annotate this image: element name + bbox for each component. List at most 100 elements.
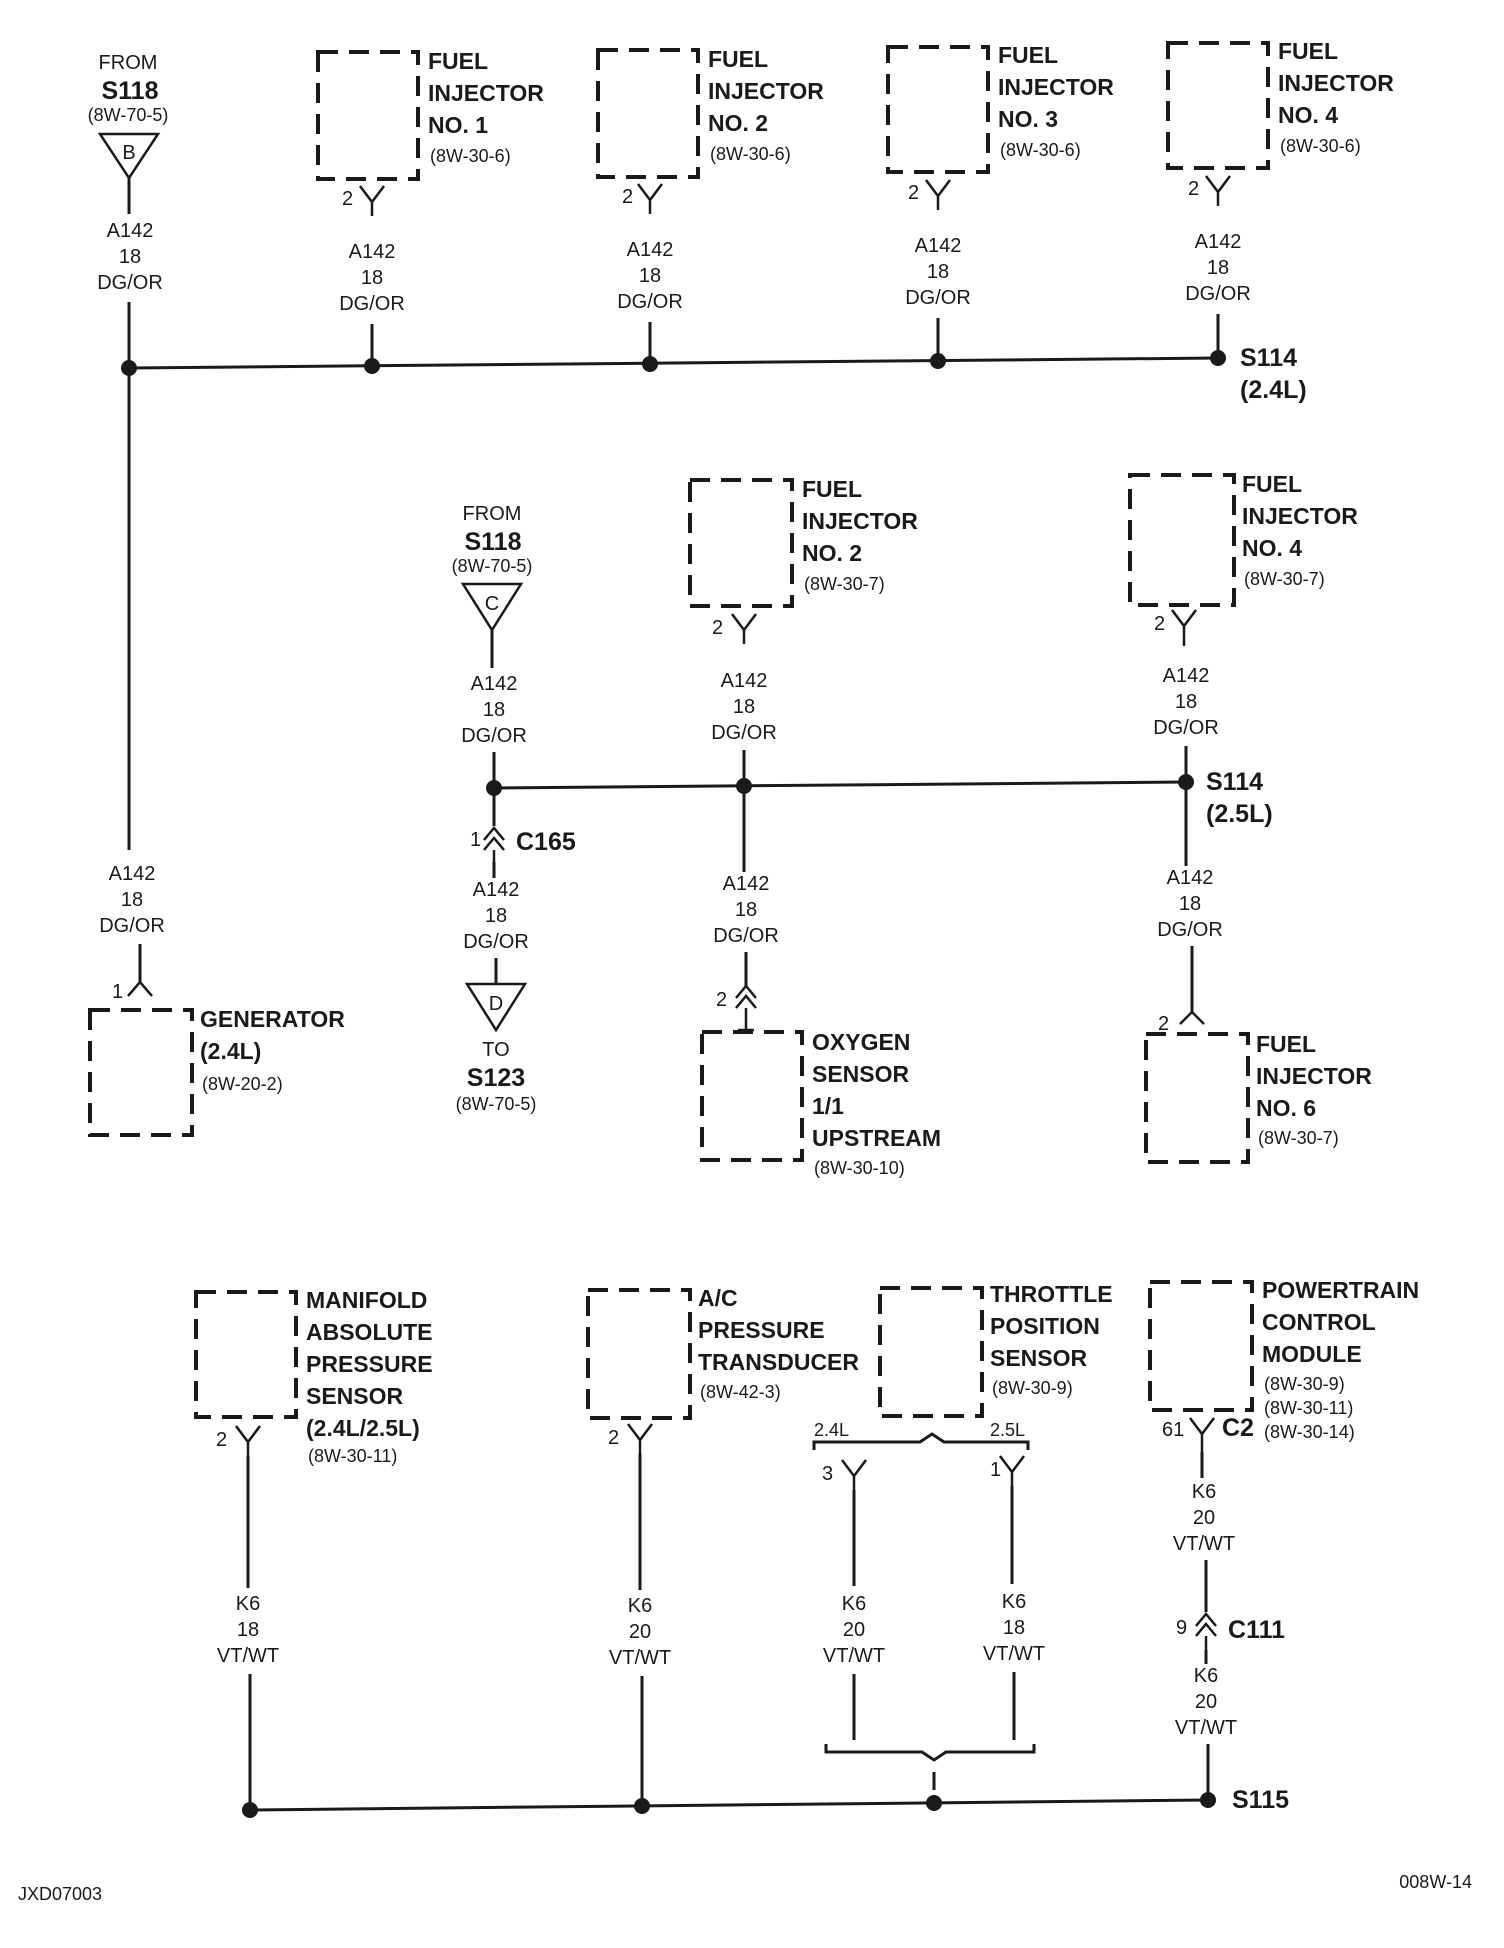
svg-text:K6: K6 [842,1593,866,1615]
pin-fork-icon [1171,609,1197,646]
svg-text:FUEL: FUEL [1256,1031,1316,1057]
svg-text:A142: A142 [107,220,154,242]
svg-text:A142: A142 [471,673,518,695]
svg-text:(8W-30-9): (8W-30-9) [992,1378,1073,1398]
svg-text:18: 18 [733,696,755,718]
svg-text:(8W-30-6): (8W-30-6) [710,144,791,164]
svg-text:18: 18 [927,261,949,283]
svg-text:18: 18 [361,267,383,289]
svg-text:DG/OR: DG/OR [905,287,971,309]
splice-dot-s114 [1210,350,1226,366]
svg-text:A142: A142 [723,873,770,895]
pin-number: 2 [1154,613,1165,635]
junction-dot [634,1798,650,1814]
splice-label-s114: S114 [1240,344,1297,372]
sheet-code-right: 008W-14 [1399,1872,1472,1892]
svg-text:18: 18 [119,246,141,268]
svg-text:A142: A142 [721,670,768,692]
svg-text:DG/OR: DG/OR [463,931,529,953]
svg-text:INJECTOR: INJECTOR [708,78,824,104]
pcm-label: POWERTRAIN CONTROL MODULE (8W-30-9) (8W-… [1262,1277,1419,1442]
pin-fork-icon [127,980,153,997]
svg-text:(2.4L/2.5L): (2.4L/2.5L) [306,1415,420,1441]
svg-text:20: 20 [1193,1507,1215,1529]
throttle-sensor-box [878,1286,984,1418]
svg-text:ABSOLUTE: ABSOLUTE [306,1319,433,1345]
svg-text:(8W-30-6): (8W-30-6) [1000,140,1081,160]
svg-text:FUEL: FUEL [1278,38,1338,64]
bus-s114-24l [128,356,1219,370]
svg-text:A142: A142 [1195,231,1242,253]
junction-dot [364,358,380,374]
source-splice-s118: S118 [464,528,521,556]
fuel-injector-2-box [596,48,700,179]
svg-text:20: 20 [629,1621,651,1643]
connector-pin-c165: 1 [470,829,481,851]
svg-text:A142: A142 [349,241,396,263]
svg-text:DG/OR: DG/OR [97,272,163,294]
generator-label: GENERATOR (2.4L) (8W-20-2) [200,1006,345,1094]
fuel-injector-3-box [886,45,990,174]
svg-text:18: 18 [1003,1617,1025,1639]
pcm-box [1148,1280,1254,1412]
ac-transducer-box [586,1288,692,1420]
wire-label-injector-1: A142 18 DG/OR [339,241,405,315]
wire-label-injector-4: A142 18 DG/OR [1185,231,1251,305]
svg-text:A/C: A/C [698,1285,738,1311]
svg-text:(8W-30-7): (8W-30-7) [1244,569,1325,589]
pin-fork-icon [235,1425,261,1456]
connector-label-c165: C165 [516,828,576,856]
svg-text:VT/WT: VT/WT [609,1647,671,1669]
from-label: FROM [463,503,522,525]
pin-fork-icon [627,1423,653,1454]
svg-text:(8W-30-14): (8W-30-14) [1264,1422,1355,1442]
pin-fork-icon [359,185,385,216]
svg-text:(8W-30-7): (8W-30-7) [804,574,885,594]
svg-text:A142: A142 [473,879,520,901]
fuel-injector-1-box [316,50,420,181]
svg-text:(8W-30-6): (8W-30-6) [1280,136,1361,156]
triangle-letter-c: C [485,593,499,615]
from-label: FROM [99,52,158,74]
svg-text:K6: K6 [1192,1481,1216,1503]
throttle-sensor-label: THROTTLE POSITION SENSOR (8W-30-9) [990,1281,1113,1398]
svg-text:DG/OR: DG/OR [711,722,777,744]
connector-triangle-d [464,982,528,1033]
svg-text:NO. 4: NO. 4 [1242,535,1302,561]
source-ref: (8W-70-5) [452,556,533,576]
svg-text:POWERTRAIN: POWERTRAIN [1262,1277,1419,1303]
svg-text:DG/OR: DG/OR [339,293,405,315]
svg-text:(8W-20-2): (8W-20-2) [202,1074,283,1094]
svg-text:INJECTOR: INJECTOR [998,74,1114,100]
dest-splice-s123: S123 [467,1064,525,1092]
ac-transducer-label: A/C PRESSURE TRANSDUCER (8W-42-3) [698,1285,859,1402]
svg-text:18: 18 [1207,257,1229,279]
pin-fork-icon [1179,1010,1205,1025]
splice-dot-s115 [1200,1792,1216,1808]
svg-text:FUEL: FUEL [998,42,1058,68]
svg-text:K6: K6 [236,1593,260,1615]
fuel-injector-4-box [1166,41,1270,170]
svg-text:DG/OR: DG/OR [1157,919,1223,941]
wire-label-tps-24l: K6 20 VT/WT [823,1593,885,1667]
connector-label-c111: C111 [1228,1616,1285,1644]
svg-text:NO. 2: NO. 2 [708,110,768,136]
pin-number: 2 [908,182,919,204]
svg-text:VT/WT: VT/WT [1173,1533,1235,1555]
pin-number: 2 [1188,178,1199,200]
tps-merge-brace [824,1744,1036,1762]
svg-text:(8W-30-11): (8W-30-11) [1264,1398,1353,1418]
junction-dot [642,356,658,372]
svg-text:GENERATOR: GENERATOR [200,1006,345,1032]
wire-label-source-a142: A142 18 DG/OR [97,220,163,294]
svg-text:K6: K6 [1194,1665,1218,1687]
connector-fork-icon [735,984,757,1032]
svg-text:NO. 3: NO. 3 [998,106,1058,132]
svg-text:NO. 6: NO. 6 [1256,1095,1316,1121]
wire-label-map: K6 18 VT/WT [217,1593,279,1667]
fuel-injector-6-label: FUEL INJECTOR NO. 6 (8W-30-7) [1256,1031,1372,1148]
svg-text:FUEL: FUEL [802,476,862,502]
pin-number-24l: 3 [822,1463,833,1485]
svg-text:NO. 4: NO. 4 [1278,102,1338,128]
